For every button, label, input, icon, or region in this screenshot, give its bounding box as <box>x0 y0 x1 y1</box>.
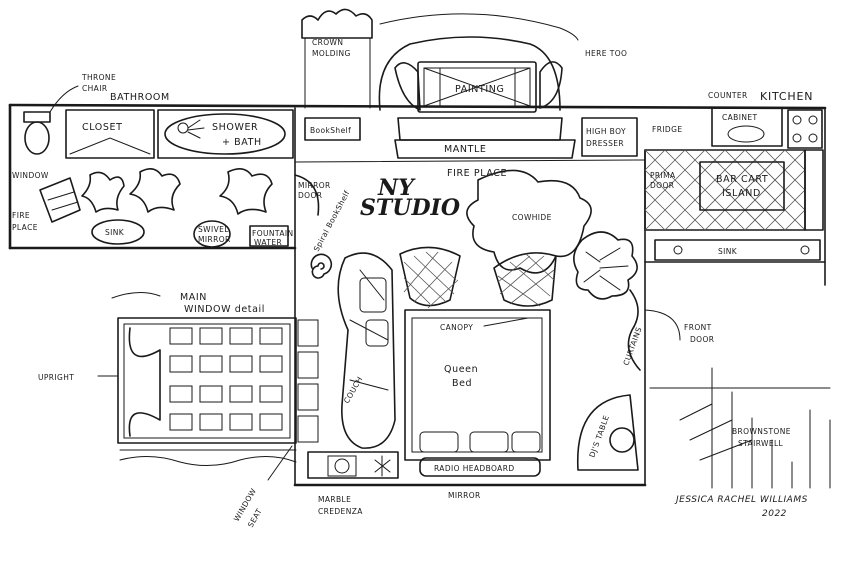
label-fireplace-left-2: PLACE <box>12 223 38 232</box>
label-shower-2: + BATH <box>222 137 262 148</box>
label-swivel-2: MIRROR <box>198 235 231 244</box>
logo-studio: STUDIO <box>360 195 460 221</box>
label-radio-headboard: RADIO HEADBOARD <box>434 464 515 473</box>
label-prima-1: PRIMA <box>650 171 676 180</box>
kitchen-floor-hatch <box>644 149 806 231</box>
bathroom: THRONE CHAIR BATHROOM CLOSET SHOWER + BA… <box>12 73 331 248</box>
marble-credenza: MARBLE CREDENZA <box>307 451 399 516</box>
signature-year: 2022 <box>762 509 787 519</box>
fireplace-area: PAINTING MANTLE FIRE PLACE <box>378 36 576 179</box>
label-marble-2: CREDENZA <box>318 507 363 516</box>
label-high-boy-2: DRESSER <box>586 139 624 148</box>
label-crown-molding-1: CROWN <box>312 38 343 47</box>
cowhide-rug: COWHIDE <box>466 169 592 274</box>
label-djs-table: DJ'S TABLE <box>587 414 611 459</box>
label-window-seat-2: SEAT <box>246 507 264 529</box>
signature-name: JESSICA RACHEL WILLIAMS <box>674 495 808 505</box>
plant-arrangement <box>573 231 638 300</box>
label-fountain-2: WATER <box>254 238 282 247</box>
label-shower-1: SHOWER <box>212 122 258 133</box>
label-mirror-door-2: DOOR <box>298 191 322 200</box>
label-fireplace-left-1: FIRE <box>12 211 30 220</box>
label-brownstone-2: STAIRWELL <box>738 439 784 448</box>
spiral-bookshelf: Spiral BookShelf <box>310 189 352 279</box>
main-window-detail: MAIN WINDOW detail <box>38 292 319 466</box>
label-couch: COUCH <box>342 375 365 405</box>
label-throne-1: THRONE <box>81 73 116 82</box>
label-bar-cart-2: ISLAND <box>722 188 761 199</box>
label-painting: PAINTING <box>455 84 504 95</box>
brownstone-stairwell: BROWNSTONE STAIRWELL <box>649 367 831 489</box>
label-upright: UPRIGHT <box>38 373 74 382</box>
label-closet: CLOSET <box>82 122 123 133</box>
label-crown-molding-2: MOLDING <box>312 49 351 58</box>
label-counter: COUNTER <box>708 91 748 100</box>
logo-ny: NY <box>377 175 416 201</box>
signature: JESSICA RACHEL WILLIAMS 2022 <box>674 495 808 519</box>
curtains: CURTAINS <box>621 289 644 371</box>
label-fountain-1: FOUNTAIN <box>252 229 293 238</box>
label-queen-bed-1: Queen <box>444 364 478 375</box>
window-seat: WINDOW SEAT <box>232 445 293 529</box>
label-canopy: CANOPY <box>440 323 473 332</box>
label-cabinet: CABINET <box>722 113 757 122</box>
kitchen: COUNTER KITCHEN FRIDGE CABINET BAR CART … <box>644 90 824 261</box>
label-bookshelf: BookShelf <box>310 126 351 135</box>
here-too-note: HERE TOO <box>379 13 627 58</box>
label-front-door-1: FRONT <box>684 323 712 332</box>
mirror-bottom: MIRROR <box>448 491 481 500</box>
label-mirror-bottom: MIRROR <box>448 491 481 500</box>
label-queen-bed-2: Bed <box>452 378 472 389</box>
label-sink-kitchen: SINK <box>718 247 738 256</box>
label-fridge: FRIDGE <box>652 125 682 134</box>
label-mantle: MANTLE <box>444 144 487 155</box>
label-main-window-2: WINDOW detail <box>184 304 265 315</box>
label-mirror-door-1: MIRROR <box>298 181 331 190</box>
queen-bed: CANOPY Queen Bed RADIO HEADBOARD <box>404 309 551 477</box>
label-brownstone-1: BROWNSTONE <box>732 427 791 436</box>
label-main-window-1: MAIN <box>180 292 207 303</box>
label-sink-bath: SINK <box>105 228 125 237</box>
label-prima-2: DOOR <box>650 181 674 190</box>
accent-chair-right <box>493 252 557 307</box>
front-door: FRONT DOOR <box>644 309 714 344</box>
bookshelf: BookShelf <box>304 117 361 141</box>
label-swivel-1: SWIVEL <box>198 225 229 234</box>
label-window-left: WINDOW <box>12 171 49 180</box>
window-panes <box>169 327 283 431</box>
label-marble-1: MARBLE <box>318 495 351 504</box>
high-boy-dresser: HIGH BOY DRESSER <box>581 117 638 157</box>
label-bathroom: BATHROOM <box>110 92 170 103</box>
accent-chair-left <box>399 246 461 309</box>
couch: COUCH <box>337 252 396 449</box>
label-fire-place-main: FIRE PLACE <box>447 168 507 179</box>
label-throne-2: CHAIR <box>82 84 107 93</box>
label-bar-cart-1: BAR CART <box>716 174 768 185</box>
djs-table: DJ'S TABLE <box>576 394 639 471</box>
label-cowhide: COWHIDE <box>512 213 552 222</box>
label-high-boy-1: HIGH BOY <box>586 127 626 136</box>
ny-studio-logo: NY STUDIO <box>360 175 460 221</box>
crown-molding: CROWN MOLDING <box>301 8 373 109</box>
label-front-door-2: DOOR <box>690 335 714 344</box>
label-kitchen: KITCHEN <box>760 90 813 103</box>
label-here-too: HERE TOO <box>585 49 627 58</box>
